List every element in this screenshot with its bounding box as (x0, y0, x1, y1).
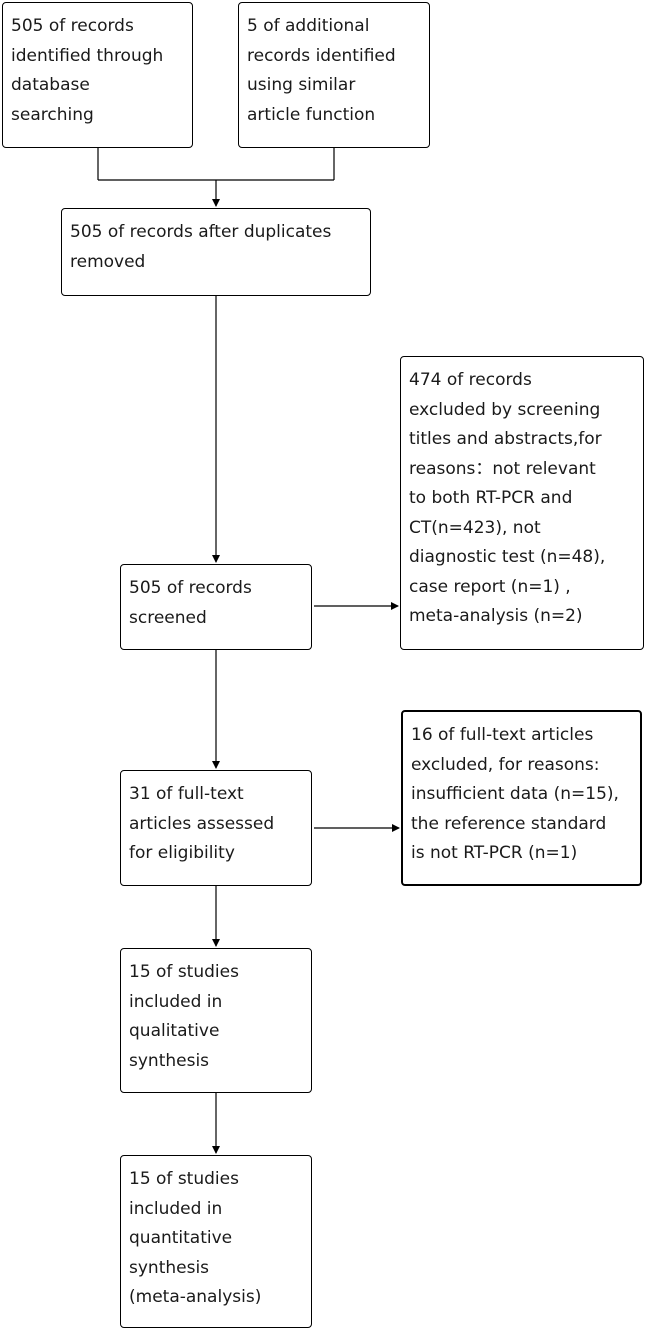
identified-db-search-box: 505 of records identified through databa… (2, 2, 193, 148)
excluded-fulltext-box: 16 of full-text articles excluded, for r… (401, 710, 642, 886)
additional-records-box: 5 of additional records identified using… (238, 2, 430, 148)
excluded-screening-box: 474 of records excluded by screening tit… (400, 356, 644, 650)
fulltext-assessed-box: 31 of full-text articles assessed for el… (120, 770, 312, 886)
records-screened-box: 505 of records screened (120, 564, 312, 650)
after-duplicates-box: 505 of records after duplicates removed (61, 208, 371, 296)
quantitative-synthesis-box: 15 of studies included in quantitative s… (120, 1155, 312, 1328)
qualitative-synthesis-box: 15 of studies included in qualitative sy… (120, 948, 312, 1093)
